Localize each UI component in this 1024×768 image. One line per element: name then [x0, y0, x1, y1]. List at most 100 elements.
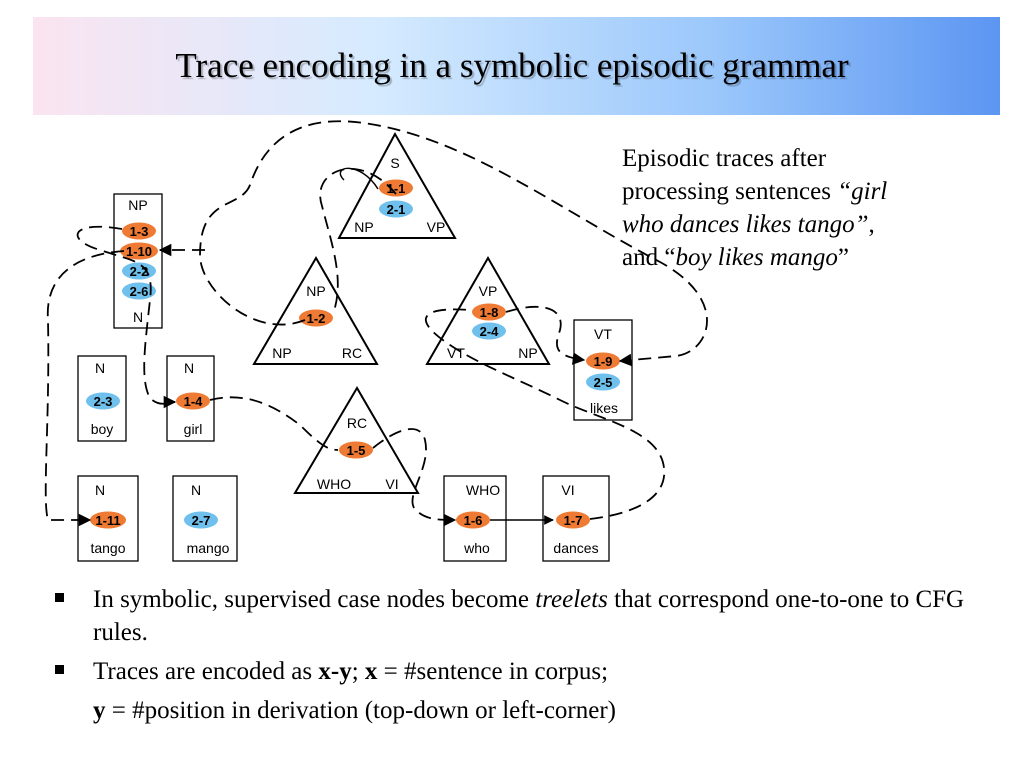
- treelet-np-left: NP: [272, 345, 291, 361]
- trace-label: 1-11: [95, 513, 120, 528]
- trace-oval: [472, 303, 506, 321]
- trace-oval: [122, 282, 156, 300]
- treelet-vp-left: VT: [447, 345, 465, 361]
- trace-oval: [472, 322, 506, 340]
- node-label: NP: [128, 197, 147, 213]
- node-label: VT: [594, 326, 612, 342]
- trace-label: 1-4: [184, 394, 204, 409]
- node-boy-box: N 2-3 boy: [77, 355, 127, 442]
- treelet-rc-right: VI: [385, 476, 398, 492]
- bullet-item: In symbolic, supervised case nodes becom…: [55, 583, 1005, 649]
- trace-oval: [586, 373, 620, 391]
- node-dances-box: VI 1-7 dances: [542, 475, 610, 562]
- bullet-list: In symbolic, supervised case nodes becom…: [55, 583, 1005, 727]
- word-label: likes: [590, 400, 618, 416]
- side-note: Episodic traces after processing sentenc…: [622, 142, 1017, 274]
- treelet-s-left: NP: [354, 219, 373, 235]
- bullet-text: = #sentence in corpus;: [377, 658, 609, 685]
- word-label: girl: [184, 421, 203, 437]
- trace-label: 1-5: [347, 443, 366, 458]
- path-segment: [319, 168, 397, 315]
- bullet-italic: treelets: [535, 586, 608, 613]
- bullet-marker: [55, 593, 64, 602]
- node-np-box: NP 1-3 1-10 2-2 2-6 N: [113, 193, 163, 329]
- treelet-rc-left: WHO: [317, 476, 351, 492]
- treelet-rc-root: RC: [347, 415, 367, 431]
- side-note-text: ”: [837, 244, 850, 271]
- trace-oval: [90, 511, 126, 529]
- side-note-line: who dances likes tango”,: [622, 208, 1017, 241]
- side-note-line: Episodic traces after: [622, 145, 827, 172]
- node-tango-box: N 1-11 tango: [77, 475, 139, 562]
- derivation-path: [44, 120, 708, 527]
- node-who-box: WHO 1-6 who: [443, 475, 507, 562]
- bullet-text: Traces are encoded as: [93, 658, 319, 685]
- trace-oval: [339, 441, 373, 459]
- treelet-np-right: RC: [342, 345, 362, 361]
- node-label: N: [184, 360, 194, 376]
- trace-label: 1-8: [480, 305, 499, 320]
- trace-label: 2-4: [480, 324, 500, 339]
- bullet-text: ;: [351, 658, 365, 685]
- treelet-vp-right: NP: [518, 345, 537, 361]
- side-note-text: and “: [622, 244, 676, 271]
- node-label: N: [95, 360, 105, 376]
- slide-title: Trace encoding in a symbolic episodic gr…: [175, 46, 849, 85]
- word-label: tango: [90, 540, 125, 556]
- bullet-bold: y: [93, 697, 106, 724]
- bullet-text: that correspond one-to-one to CFG rules.: [93, 586, 965, 646]
- trace-label: 2-7: [192, 513, 211, 528]
- bullet-bold: x: [364, 658, 378, 685]
- trace-label: 1-10: [126, 244, 152, 259]
- treelet-rc: RC WHO VI 1-5: [293, 386, 420, 494]
- bullet-marker: [55, 665, 64, 674]
- path-segment: [339, 167, 379, 190]
- bullet-text: = #position in derivation (top-down or l…: [105, 697, 616, 724]
- trace-label: 2-2: [130, 264, 149, 279]
- node-label: WHO: [466, 482, 500, 498]
- path-segment: [199, 120, 708, 367]
- trace-oval: [456, 511, 490, 529]
- node-label: N: [191, 482, 201, 498]
- trace-label: 1-3: [130, 224, 149, 239]
- trace-oval: [122, 262, 156, 280]
- path-segment: [372, 428, 457, 527]
- side-note-text: ,: [868, 211, 875, 238]
- trace-oval: [122, 222, 156, 240]
- side-note-text: processing sentences: [622, 178, 838, 205]
- trace-oval: [299, 309, 333, 327]
- trace-label: 2-5: [594, 375, 613, 390]
- node-likes-box: VT 1-9 2-5 likes: [573, 319, 633, 421]
- path-segment: [209, 396, 339, 451]
- path-segment: [505, 305, 586, 365]
- trace-label: 1-1: [387, 181, 406, 196]
- bullet-continuation: y = #position in derivation (top-down or…: [55, 694, 1005, 727]
- trace-label: 1-2: [307, 311, 326, 326]
- treelet-np: NP NP RC 1-2: [252, 256, 379, 365]
- trace-oval: [86, 392, 120, 410]
- bullet-text: In symbolic, supervised case nodes becom…: [93, 586, 536, 613]
- trace-oval: [184, 511, 218, 529]
- trace-oval: [556, 511, 590, 529]
- title-bar: [33, 17, 1000, 115]
- trace-oval: [379, 200, 413, 218]
- word-label: boy: [91, 421, 114, 437]
- side-note-line: processing sentences “girl: [622, 175, 1017, 208]
- treelet-vp: VP VT NP 1-8 2-4: [425, 255, 551, 365]
- node-label: N: [95, 482, 105, 498]
- node-mango-box: N 2-7 mango: [172, 475, 238, 562]
- trace-label: 1-7: [564, 513, 583, 528]
- treelet-s: S NP VP 1-1 2-1: [337, 131, 457, 239]
- path-segment: [424, 308, 665, 520]
- trace-label: 2-6: [130, 284, 149, 299]
- node-girl-box: N 1-4 girl: [166, 355, 215, 442]
- side-note-italic: boy likes mango: [675, 244, 838, 271]
- path-segment: [76, 225, 177, 409]
- node-label: VI: [561, 482, 574, 498]
- trace-oval: [586, 352, 620, 370]
- trace-oval: [120, 242, 158, 260]
- side-note-italic: “girl: [837, 178, 888, 205]
- bullet-bold: x-y: [318, 658, 352, 685]
- trace-oval: [176, 392, 210, 410]
